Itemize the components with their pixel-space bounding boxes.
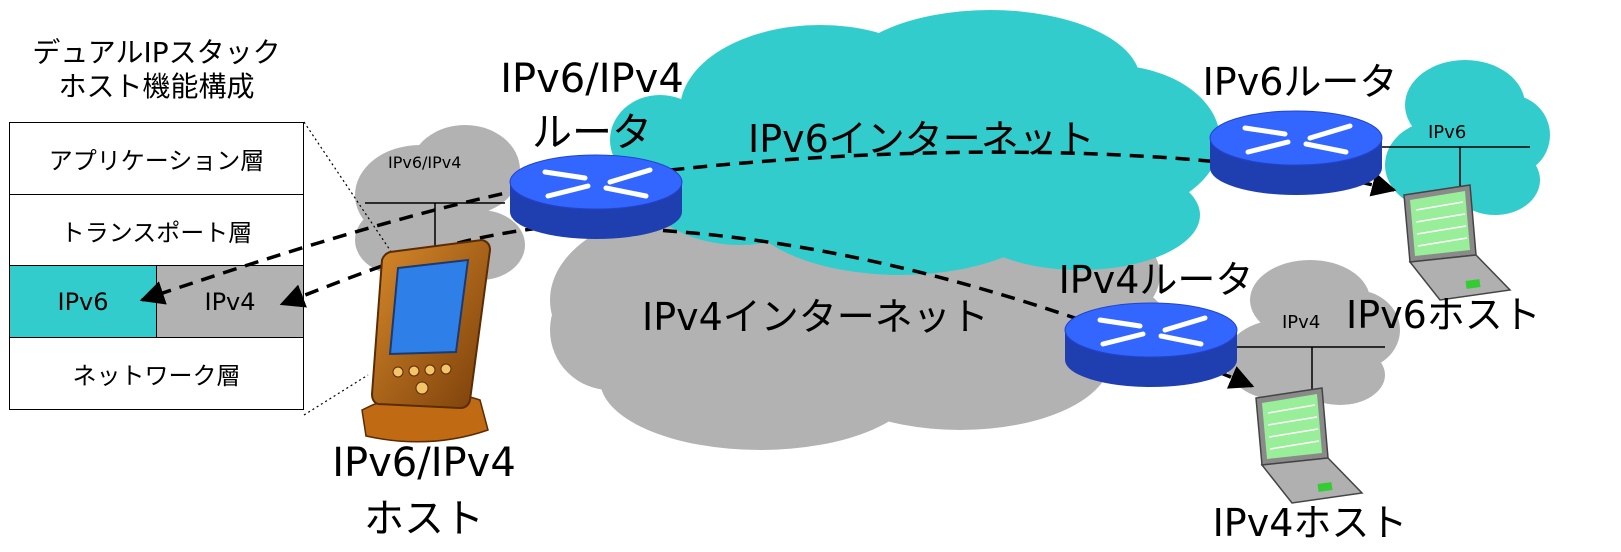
ipv6-laptop-icon: [1403, 184, 1512, 301]
ipv6-router-icon: [1209, 110, 1383, 195]
ipv4-router-label: IPv4ルータ: [1059, 258, 1254, 302]
ipv4-laptop-icon: [1255, 387, 1364, 504]
stack-title-line1: デュアルIPスタック: [32, 36, 281, 69]
handheld-device-icon: [361, 238, 492, 443]
dual-router-label-line1: IPv6/IPv4: [500, 56, 684, 102]
dual-router-label-line2: ルータ: [532, 110, 652, 156]
ipv6-layer: IPv6: [10, 266, 157, 337]
dual-stack-router-icon: [509, 154, 683, 239]
ipv4-lan: [1230, 346, 1385, 390]
ipv6-lan-cloud: [1385, 60, 1550, 215]
dual-cloud-label: IPv6/IPv4: [388, 153, 461, 172]
stack-title-line2: ホスト機能構成: [58, 69, 255, 103]
network-layer: ネットワーク層: [9, 336, 304, 410]
ipv4-internet-label: IPv4インターネット: [642, 295, 989, 339]
dual-host-label-line1: IPv6/IPv4: [332, 440, 516, 486]
ipv4-router-icon: [1064, 302, 1238, 387]
ipv4-path: [279, 225, 1255, 389]
ipv4-lan-label: IPv4: [1282, 312, 1320, 333]
ipv6-lan: [1375, 146, 1530, 188]
ipv6-host-label: IPv6ホスト: [1346, 293, 1541, 337]
ipv6-router-label: IPv6ルータ: [1203, 60, 1398, 104]
ipv4-host-label: IPv4ホスト: [1213, 501, 1408, 545]
ipv6-internet-label: IPv6インターネット: [748, 117, 1095, 161]
dual-host-label-line2: ホスト: [364, 496, 484, 542]
stack-title: デュアルIPスタック ホスト機能構成: [9, 36, 304, 103]
ipv6-lan-label: IPv6: [1428, 122, 1466, 143]
